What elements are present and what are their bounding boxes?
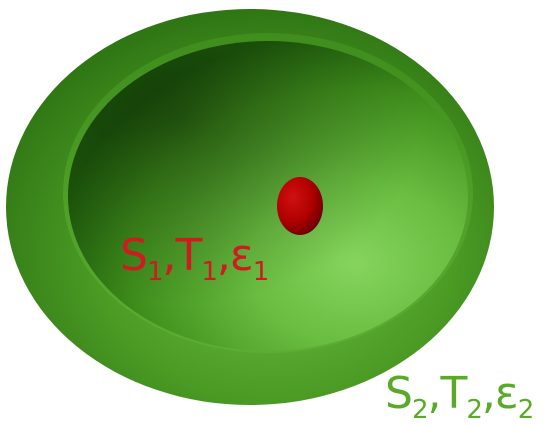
outer-separator-2: ,: [482, 368, 495, 419]
inner-epsilon-subscript: 1: [253, 257, 269, 287]
outer-t-subscript: 2: [466, 395, 482, 425]
outer-s-subscript: 2: [412, 395, 428, 425]
inner-region-label: S1,T1,ε1: [120, 234, 268, 278]
inclusion: [277, 177, 323, 235]
inner-t-subscript: 1: [201, 257, 217, 287]
outer-epsilon-symbol: ε: [495, 368, 518, 419]
outer-t-symbol: T: [440, 368, 466, 419]
outer-separator-1: ,: [427, 368, 440, 419]
outer-epsilon-subscript: 2: [518, 395, 534, 425]
inner-epsilon-symbol: ε: [230, 230, 253, 281]
inner-s-symbol: S: [120, 230, 147, 281]
cavity-shadow: [68, 41, 468, 351]
outer-region-label: S2,T2,ε2: [385, 372, 533, 416]
inner-separator-1: ,: [162, 230, 175, 281]
outer-s-symbol: S: [385, 368, 412, 419]
inner-separator-2: ,: [217, 230, 230, 281]
inner-t-symbol: T: [175, 230, 201, 281]
inner-s-subscript: 1: [147, 257, 163, 287]
